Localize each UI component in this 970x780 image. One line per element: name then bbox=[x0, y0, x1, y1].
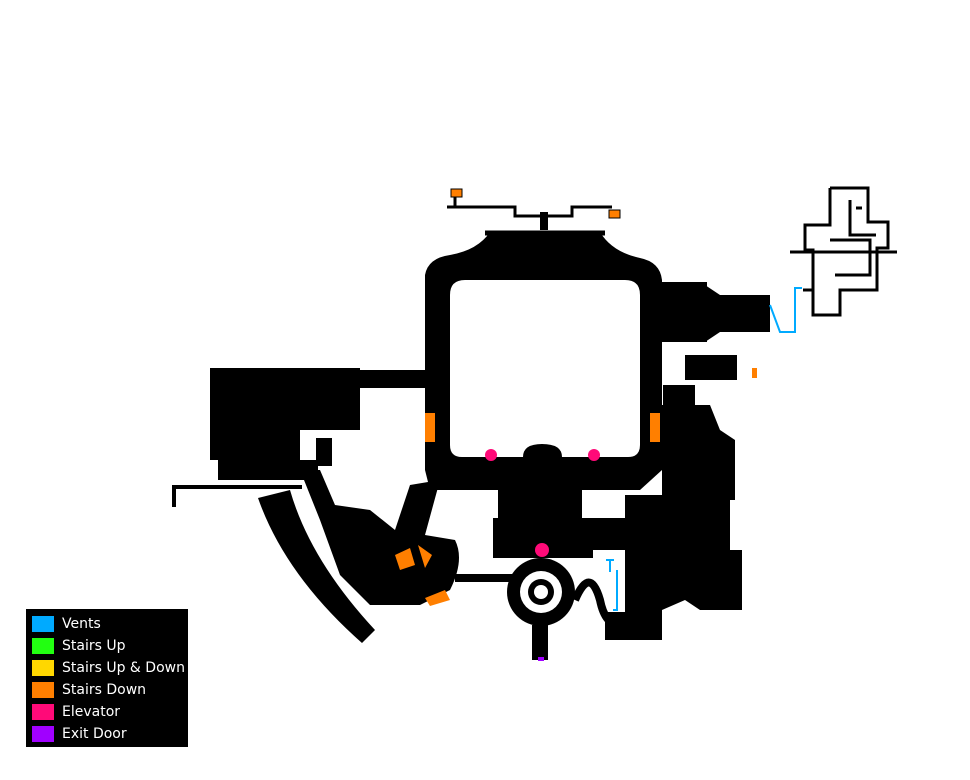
west-blob bbox=[300, 470, 459, 605]
stairs-down-swatch bbox=[32, 682, 54, 698]
central-room bbox=[425, 232, 662, 490]
legend-item-exit-door: Exit Door bbox=[32, 723, 188, 745]
stairs-down-marker bbox=[395, 545, 450, 606]
top-corridor-line bbox=[447, 195, 612, 236]
stairs-down-marker bbox=[608, 209, 621, 219]
legend-item-stairs-down: Stairs Down bbox=[32, 679, 188, 701]
legend-item-stairs-up: Stairs Up bbox=[32, 635, 188, 657]
room-bump bbox=[523, 444, 562, 457]
legend-label: Stairs Up & Down bbox=[62, 660, 185, 676]
legend-label: Vents bbox=[62, 616, 101, 632]
elevator-marker bbox=[485, 449, 497, 461]
stairs-down-marker bbox=[752, 368, 757, 378]
vents-swatch bbox=[32, 616, 54, 632]
east-wing bbox=[593, 282, 770, 640]
vents bbox=[606, 287, 802, 611]
elevator-marker bbox=[588, 449, 600, 461]
legend-item-elevator: Elevator bbox=[32, 701, 188, 723]
legend-item-vents: Vents bbox=[32, 613, 188, 635]
exit-door-marker bbox=[538, 657, 544, 661]
stairs-down-marker bbox=[450, 188, 463, 198]
legend-label: Exit Door bbox=[62, 726, 127, 742]
legend-label: Elevator bbox=[62, 704, 121, 720]
stairs-down-marker bbox=[425, 413, 435, 442]
elevator-marker bbox=[535, 543, 549, 557]
annex-outline bbox=[790, 186, 897, 317]
map-legend: Vents Stairs Up Stairs Up & Down Stairs … bbox=[26, 609, 188, 747]
legend-label: Stairs Up bbox=[62, 638, 126, 654]
door bbox=[540, 212, 548, 230]
exit-door-swatch bbox=[32, 726, 54, 742]
legend-label: Stairs Down bbox=[62, 682, 147, 698]
stairs-down-marker bbox=[650, 413, 660, 442]
stairs-up-swatch bbox=[32, 638, 54, 654]
legend-item-stairs-up-down: Stairs Up & Down bbox=[32, 657, 188, 679]
curved-hall bbox=[258, 490, 375, 643]
elevator-swatch bbox=[32, 704, 54, 720]
west-wing bbox=[172, 368, 427, 507]
stairs-up-down-swatch bbox=[32, 660, 54, 676]
connector bbox=[455, 574, 515, 582]
